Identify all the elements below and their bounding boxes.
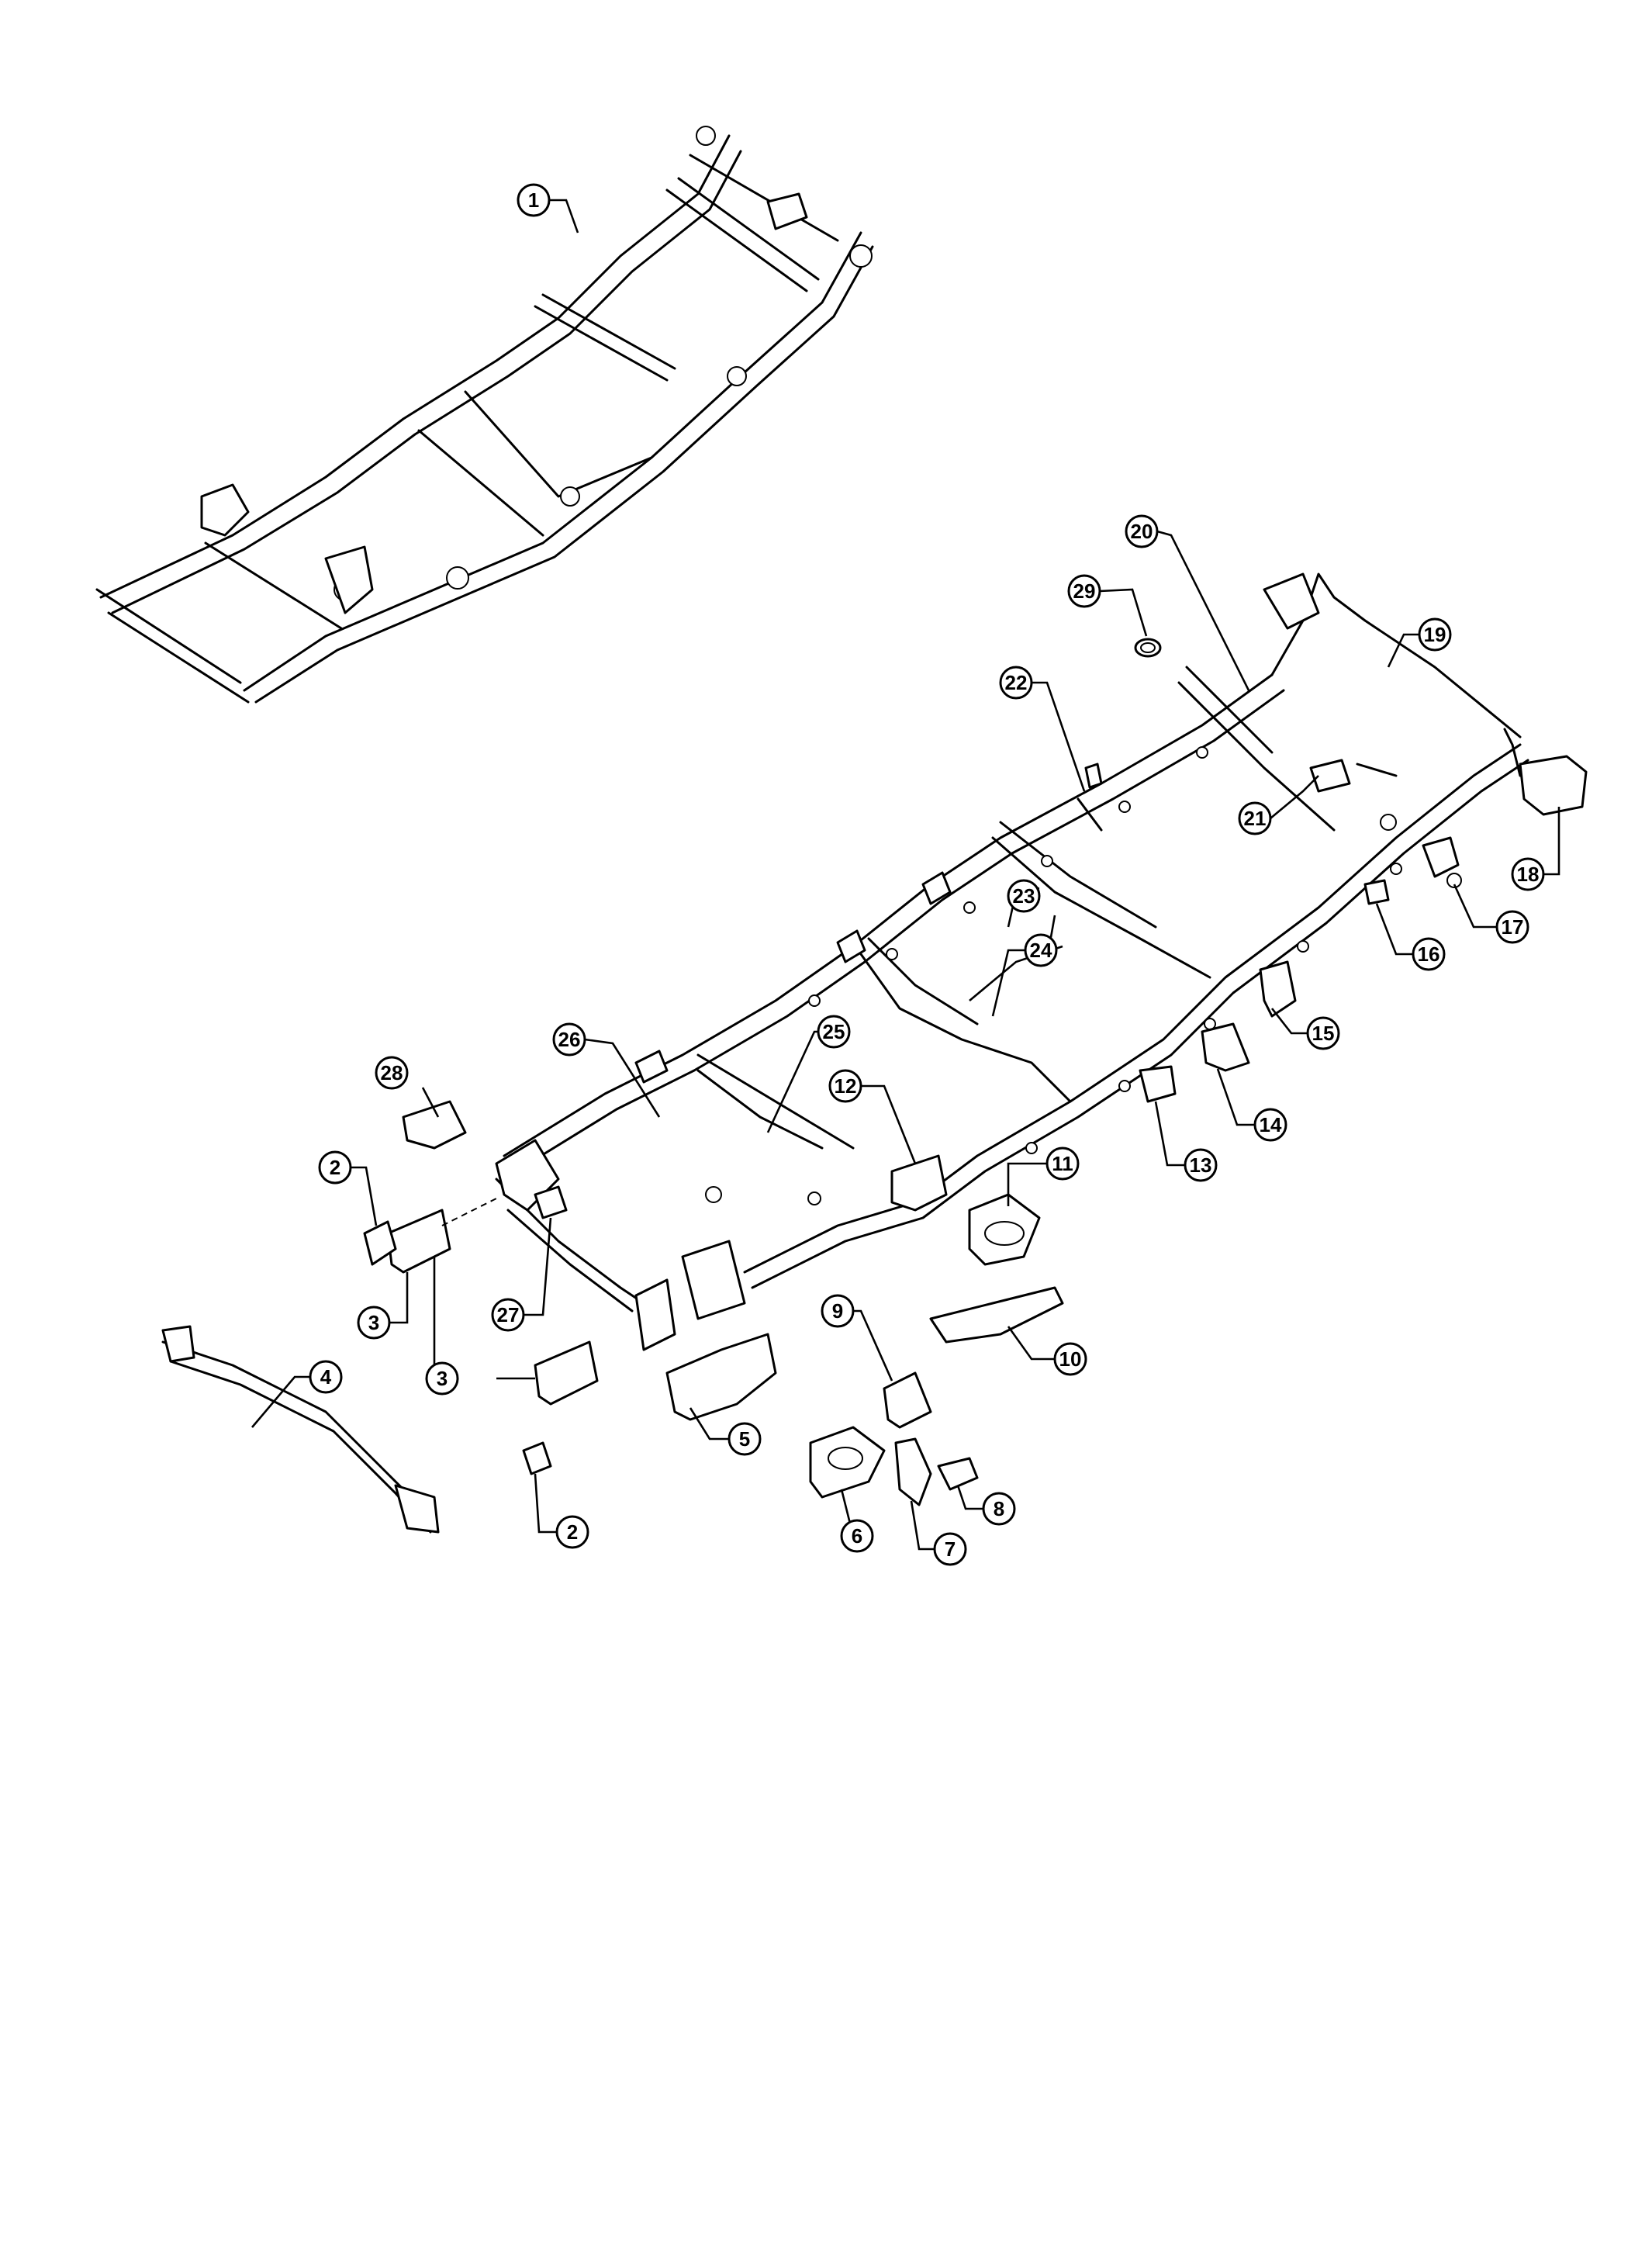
callout-badge bbox=[982, 1492, 1016, 1526]
callout-badge bbox=[375, 1056, 409, 1090]
callout-4: 4 bbox=[309, 1360, 343, 1394]
callout-badge bbox=[821, 1294, 855, 1328]
callout-number: 19 bbox=[1424, 623, 1446, 646]
callout-badge bbox=[425, 1361, 459, 1396]
callout-number: 11 bbox=[1052, 1152, 1073, 1175]
callout-number: 16 bbox=[1418, 942, 1440, 966]
callout-badge bbox=[1253, 1108, 1287, 1142]
callout-7: 7 bbox=[933, 1532, 967, 1566]
callout-13: 13 bbox=[1184, 1148, 1218, 1182]
callout-number: 3 bbox=[368, 1311, 379, 1334]
callout-17: 17 bbox=[1495, 910, 1529, 944]
callout-29: 29 bbox=[1067, 574, 1101, 608]
loose-parts bbox=[161, 638, 1588, 1534]
callout-number: 22 bbox=[1005, 671, 1028, 694]
callout-number: 3 bbox=[437, 1367, 448, 1390]
callout-badge bbox=[1306, 1016, 1340, 1050]
callout-19: 19 bbox=[1418, 617, 1452, 652]
callout-badge bbox=[1184, 1148, 1218, 1182]
callout-badge bbox=[817, 1015, 851, 1049]
callout-27: 27 bbox=[491, 1298, 525, 1332]
callout-2-upper: 2 bbox=[318, 1150, 352, 1185]
callout-badge bbox=[828, 1069, 862, 1103]
leader-lines bbox=[251, 199, 1560, 1551]
callout-badge bbox=[728, 1422, 762, 1456]
callout-number: 21 bbox=[1244, 807, 1267, 830]
callout-number: 28 bbox=[381, 1061, 403, 1084]
callout-badge bbox=[999, 666, 1033, 700]
callout-badge bbox=[1412, 937, 1446, 971]
callout-number: 6 bbox=[852, 1524, 862, 1548]
callout-number: 13 bbox=[1190, 1153, 1212, 1177]
callout-26: 26 bbox=[552, 1022, 586, 1057]
callout-10: 10 bbox=[1053, 1342, 1087, 1376]
callout-number: 17 bbox=[1502, 915, 1524, 939]
callout-number: 26 bbox=[558, 1028, 581, 1051]
callout-badge bbox=[1045, 1147, 1080, 1181]
callout-number: 12 bbox=[835, 1074, 857, 1098]
callout-badge bbox=[1007, 879, 1041, 913]
callout-badge bbox=[357, 1306, 391, 1340]
callout-badge bbox=[933, 1532, 967, 1566]
callout-number: 1 bbox=[528, 188, 539, 212]
callout-number: 4 bbox=[320, 1365, 332, 1389]
callout-badge bbox=[1238, 801, 1272, 835]
callout-number: 24 bbox=[1030, 939, 1052, 962]
callout-number: 20 bbox=[1131, 520, 1153, 543]
callout-number: 10 bbox=[1059, 1347, 1082, 1371]
callout-28: 28 bbox=[375, 1056, 409, 1090]
callout-number: 23 bbox=[1013, 884, 1035, 908]
callout-23: 23 bbox=[1007, 879, 1041, 913]
callout-number: 2 bbox=[330, 1156, 340, 1179]
callout-9: 9 bbox=[821, 1294, 855, 1328]
callout-number: 9 bbox=[832, 1299, 843, 1323]
callout-number: 14 bbox=[1260, 1113, 1282, 1136]
callout-24: 24 bbox=[1024, 933, 1058, 967]
callout-14: 14 bbox=[1253, 1108, 1287, 1142]
callout-number: 18 bbox=[1517, 863, 1540, 886]
callout-badge bbox=[555, 1515, 589, 1549]
callout-badge bbox=[1511, 857, 1545, 891]
complete-frame-assembly bbox=[95, 126, 874, 704]
callout-3-lower: 3 bbox=[425, 1361, 459, 1396]
callout-badge bbox=[491, 1298, 525, 1332]
callout-badge bbox=[1024, 933, 1058, 967]
callout-badge bbox=[318, 1150, 352, 1185]
callout-number: 8 bbox=[994, 1497, 1004, 1520]
callout-badge bbox=[1495, 910, 1529, 944]
callout-badge bbox=[517, 183, 551, 217]
callout-3-upper: 3 bbox=[357, 1306, 391, 1340]
callout-5: 5 bbox=[728, 1422, 762, 1456]
callout-badge bbox=[1067, 574, 1101, 608]
callout-number: 25 bbox=[823, 1020, 845, 1043]
callout-21: 21 bbox=[1238, 801, 1272, 835]
callout-badge bbox=[1053, 1342, 1087, 1376]
callout-number: 5 bbox=[739, 1427, 750, 1451]
main-frame-exploded bbox=[495, 572, 1529, 1351]
callout-badge bbox=[309, 1360, 343, 1394]
callout-2-lower: 2 bbox=[555, 1515, 589, 1549]
callout-number: 2 bbox=[567, 1520, 578, 1544]
callout-25: 25 bbox=[817, 1015, 851, 1049]
callout-18: 18 bbox=[1511, 857, 1545, 891]
callout-16: 16 bbox=[1412, 937, 1446, 971]
callout-number: 7 bbox=[945, 1537, 956, 1561]
callout-6: 6 bbox=[840, 1519, 874, 1553]
callout-12: 12 bbox=[828, 1069, 862, 1103]
callout-badge bbox=[552, 1022, 586, 1057]
callout-badge bbox=[1418, 617, 1452, 652]
callout-number: 29 bbox=[1073, 579, 1096, 603]
callout-number: 15 bbox=[1312, 1022, 1335, 1045]
callout-20: 20 bbox=[1125, 514, 1159, 548]
callout-number: 27 bbox=[497, 1303, 520, 1326]
callout-badge bbox=[840, 1519, 874, 1553]
callout-22: 22 bbox=[999, 666, 1033, 700]
callout-15: 15 bbox=[1306, 1016, 1340, 1050]
callout-1: 1 bbox=[517, 183, 551, 217]
callout-badge bbox=[1125, 514, 1159, 548]
callout-8: 8 bbox=[982, 1492, 1016, 1526]
callout-11: 11 bbox=[1045, 1147, 1080, 1181]
